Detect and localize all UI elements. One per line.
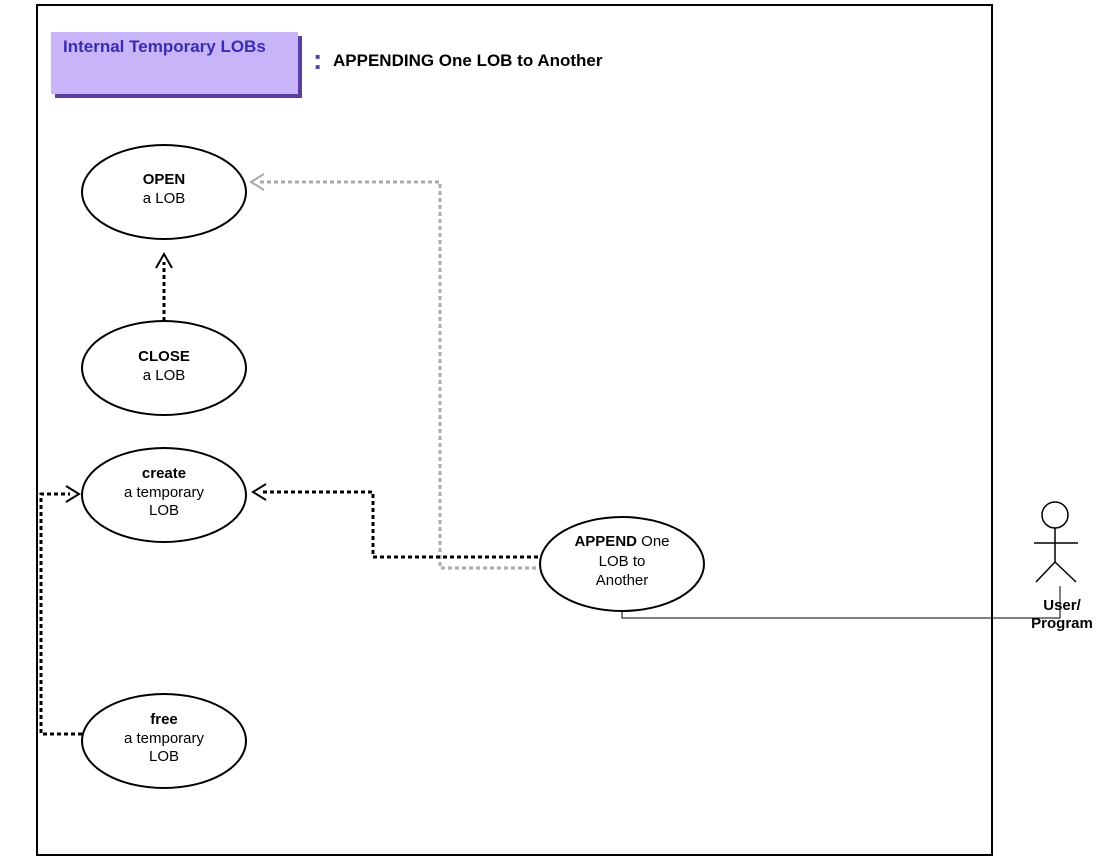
create-label-line3: LOB	[149, 502, 179, 519]
free-label-line3: LOB	[149, 748, 179, 765]
free-to-create-dependency	[39, 485, 82, 736]
append-label-line1: APPEND One	[574, 533, 669, 550]
topic-tag: Internal Temporary LOBs	[51, 32, 298, 94]
open-label-rest: a LOB	[143, 190, 186, 207]
diagram-title: APPENDING One LOB to Another	[333, 51, 603, 70]
append-label-line2: LOB to	[599, 553, 646, 570]
close-label-rest: a LOB	[143, 367, 186, 384]
free-label-bold: free	[150, 711, 178, 728]
actor-stick-figure-icon[interactable]	[1034, 501, 1078, 583]
close-label-bold: CLOSE	[138, 348, 190, 365]
create-label-bold: create	[142, 465, 186, 482]
actor-label-line1: User/	[1043, 597, 1081, 614]
use-case-append[interactable]: APPEND One LOB to Another	[539, 516, 705, 612]
free-label-line2: a temporary	[124, 730, 205, 747]
title-colon: :	[313, 44, 323, 75]
append-to-create-dependency	[251, 483, 538, 559]
use-case-free[interactable]: free a temporary LOB	[81, 693, 247, 789]
use-case-open[interactable]: OPEN a LOB	[81, 144, 247, 240]
create-label-line2: a temporary	[124, 484, 205, 501]
use-case-create[interactable]: create a temporary LOB	[81, 447, 247, 543]
append-to-open-dependency	[249, 173, 536, 570]
append-label-line3: Another	[596, 572, 649, 589]
close-to-open-dependency	[155, 251, 173, 321]
open-label-bold: OPEN	[143, 171, 186, 188]
append-label-line1-rest: One	[637, 533, 670, 550]
use-case-close[interactable]: CLOSE a LOB	[81, 320, 247, 416]
actor-label-line2: Program	[1031, 615, 1093, 632]
append-label-bold: APPEND	[574, 533, 637, 550]
actor-label: User/ Program	[1010, 597, 1114, 633]
